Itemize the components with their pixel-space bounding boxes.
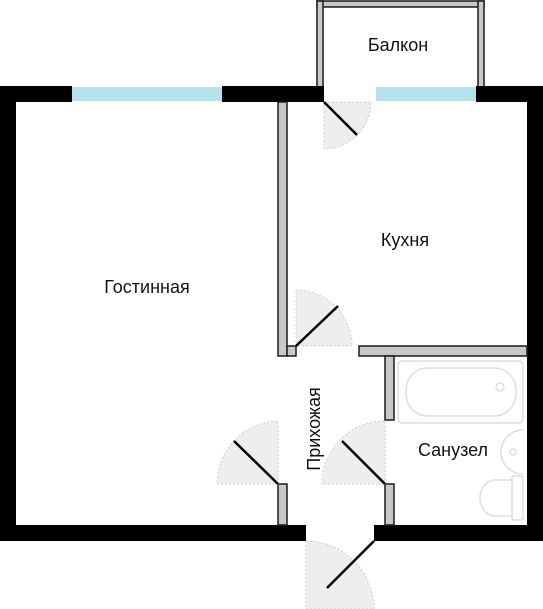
entrance-door <box>305 540 375 609</box>
outer-walls <box>0 86 543 541</box>
bathroom-label: Санузел <box>418 440 488 460</box>
toilet <box>479 475 524 521</box>
living-room-window <box>72 87 222 101</box>
kitchen-window <box>376 87 476 101</box>
living-room-door <box>216 420 279 485</box>
balcony-label: Балкон <box>368 35 428 55</box>
kitchen-label: Кухня <box>381 230 429 250</box>
interior-walls <box>277 101 528 526</box>
bathtub <box>397 360 524 424</box>
washbasin <box>500 429 524 475</box>
balcony-door <box>323 101 372 150</box>
living-room-label: Гостинная <box>104 277 190 297</box>
kitchen-door <box>295 289 353 347</box>
bathroom-door <box>321 420 386 485</box>
hallway-label: Прихожая <box>304 387 324 470</box>
